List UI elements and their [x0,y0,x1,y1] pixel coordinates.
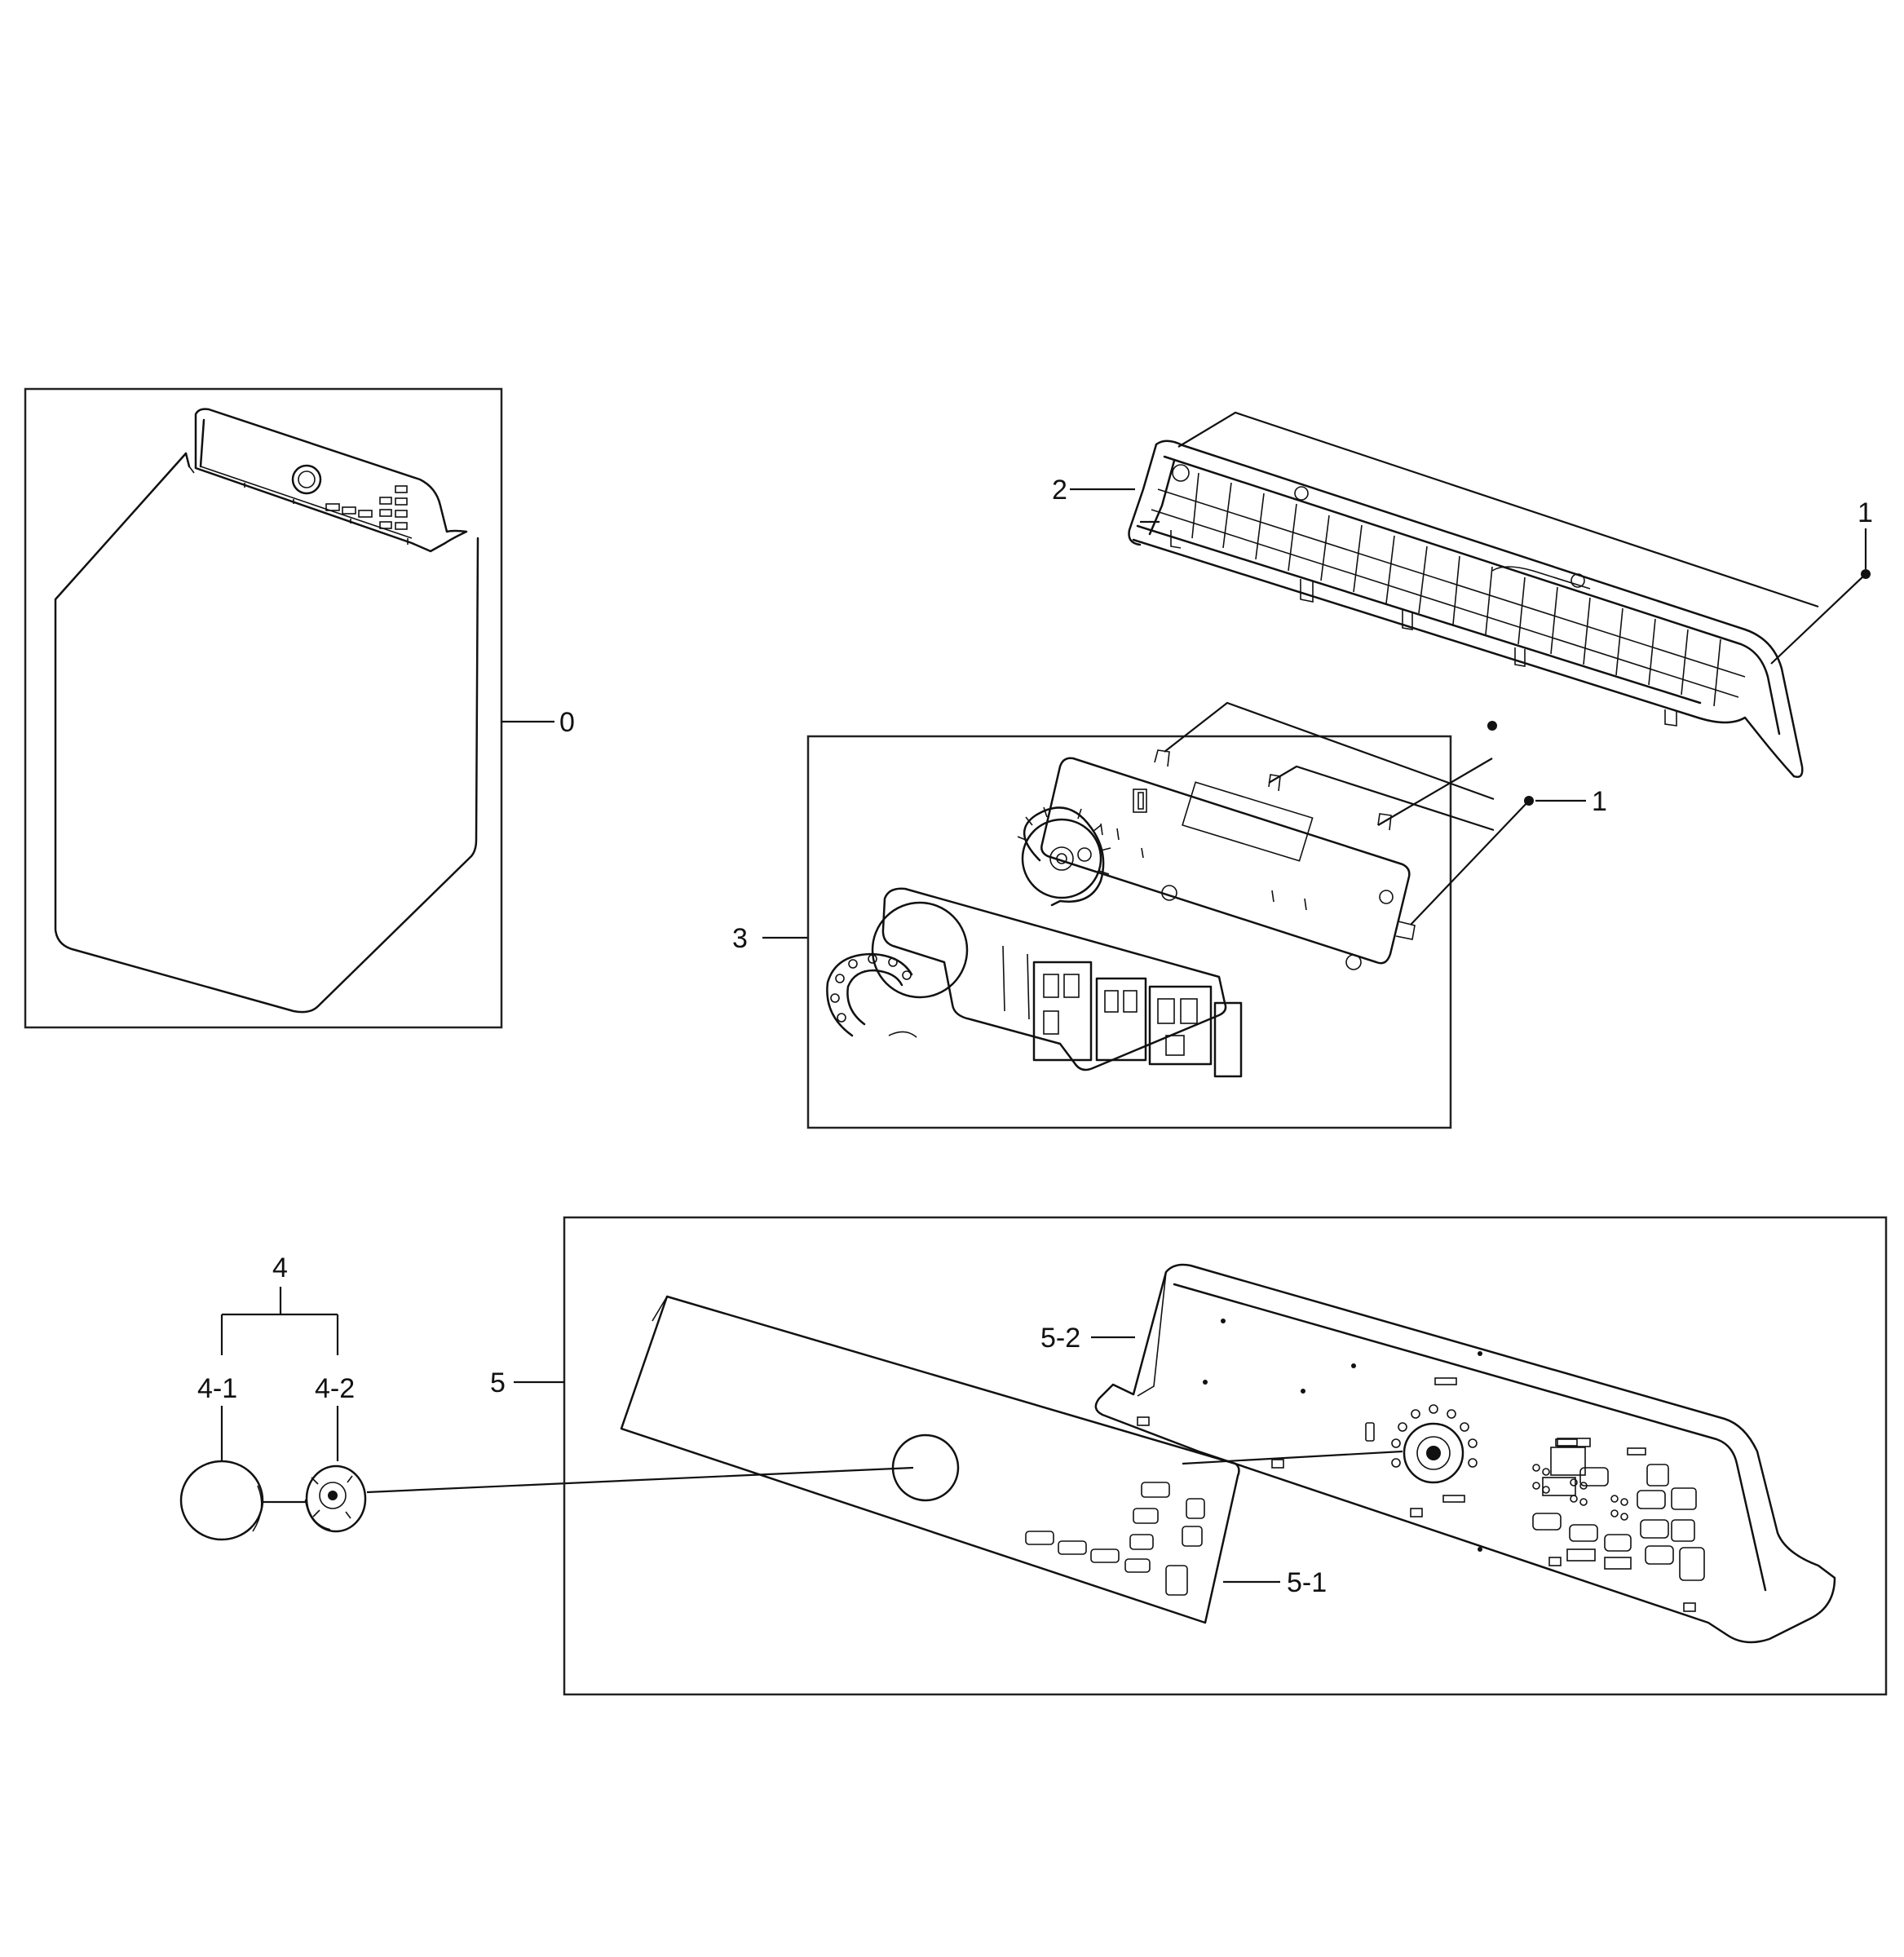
part-1-mid-group: 1 [1487,721,1607,817]
callout-4-2: 4-2 [315,1373,355,1404]
callout-5-1: 5-1 [1287,1567,1327,1598]
knob-base-drawing [304,1464,367,1533]
screw-mid-upper [1487,721,1497,731]
callout-2: 2 [1052,475,1067,506]
callout-4-1: 4-1 [197,1373,237,1404]
callout-1-mid: 1 [1592,786,1607,817]
knob-cap-drawing [179,1460,264,1541]
callout-5: 5 [490,1367,506,1398]
washer-cabinet-drawing [54,408,479,1014]
callout-3: 3 [732,923,748,954]
callout-0: 0 [559,707,575,738]
control-panel-frame-drawing [1128,440,1804,778]
part-0-frame [24,387,503,1029]
part-4-group: 4 4-1 4-2 [179,1252,914,1541]
pcb-board-drawing [826,749,1416,1078]
callout-4: 4 [272,1252,288,1283]
part-3-frame [806,735,1452,1129]
screw-top [1861,569,1871,579]
callout-5-2: 5-2 [1040,1323,1080,1354]
part-0-group: 0 [24,387,575,1029]
callout-1-top: 1 [1858,497,1873,528]
part-5-2-housing-drawing [1094,1263,1836,1644]
part-1-top-group: 1 [1858,497,1873,579]
part-2-group: 2 [1052,411,1866,778]
part-5-group: 5 5-1 [490,1216,1888,1696]
part-5-frame [563,1216,1888,1696]
part-3-group: 3 [732,701,1530,1129]
screw-mid-lower [1524,796,1534,806]
